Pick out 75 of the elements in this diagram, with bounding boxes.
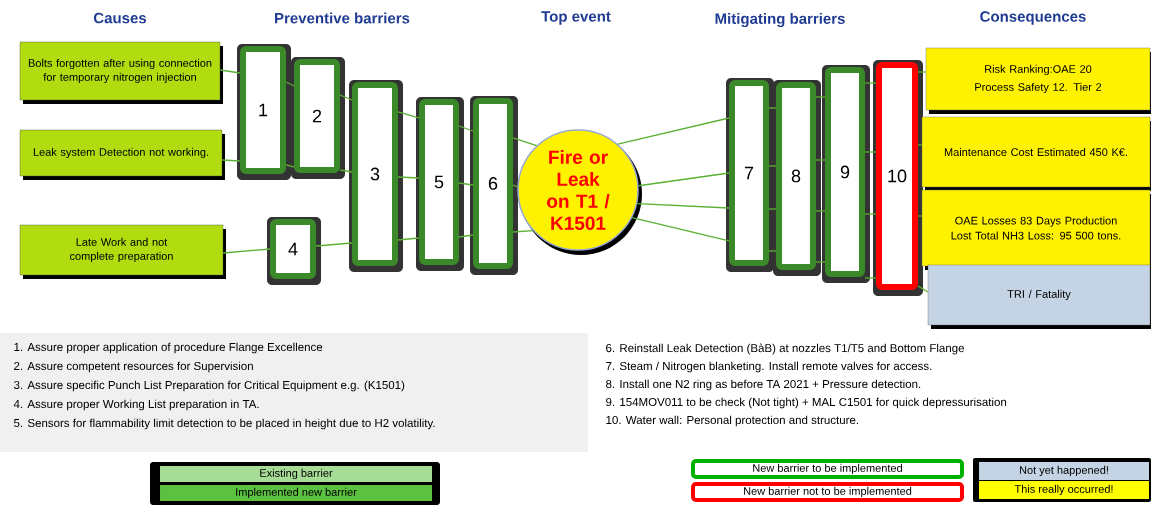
consequence-box: TRI / Fatality — [927, 264, 1151, 329]
connector-line — [917, 71, 927, 73]
connector-line — [512, 230, 534, 233]
column-heading: Mitigating barriers — [715, 12, 845, 27]
connector-line — [636, 203, 730, 209]
connector-line — [768, 165, 777, 167]
barrier-bar: 4 — [267, 217, 321, 285]
consequence-box: OAE Losses 83 Days Production Lost Total NH3 Loss: 95 500 tons. — [921, 189, 1151, 270]
connector-line — [221, 159, 241, 162]
node-label: 1 — [259, 103, 268, 117]
connector-line — [617, 117, 730, 145]
connector-line — [458, 234, 474, 238]
connector-line — [631, 216, 730, 242]
connector-line — [285, 164, 295, 168]
column-heading: Top event — [541, 11, 611, 25]
barrier-bar: 10 — [873, 60, 923, 296]
connector-line — [815, 96, 826, 98]
node-label: 8 — [791, 169, 801, 183]
barrier-bar: 2 — [291, 57, 345, 179]
note-item: 7. Steam / Nitrogen blanketing. Install remote valves for access. — [606, 361, 932, 373]
connector-line — [864, 82, 877, 84]
consequence-box: Risk Ranking:OAE 20 Process Safety 12. Tier 2 — [925, 47, 1151, 114]
connector-line — [768, 208, 777, 210]
cause-box: Bolts forgotten after using connection for temporary nitrogen injection — [19, 41, 223, 104]
cause-box: Leak system Detection not working. — [19, 129, 225, 180]
column-heading: Preventive barriers — [275, 12, 410, 24]
connector-line — [512, 184, 518, 188]
note-item: 2. Assure competent resources for Supervision — [14, 361, 253, 373]
note-item: 6. Reinstall Leak Detection (BàB) at nozzles T1/T5 and Bottom Flange — [606, 343, 964, 355]
connector-line — [917, 285, 929, 293]
connector-line — [512, 137, 538, 147]
barrier-bar: 7 — [726, 78, 774, 272]
connector-line — [917, 144, 923, 146]
node-label: 2 — [312, 109, 322, 123]
legend-entry: New barrier not to be implemented — [691, 482, 964, 502]
connector-line — [815, 210, 826, 212]
connector-line — [397, 111, 420, 119]
note-item: 10. Water wall: Personal protection and structure. — [606, 415, 858, 427]
connector-line — [864, 277, 877, 279]
legend-entry: New barrier to be implemented — [691, 459, 964, 479]
note-item: 5. Sensors for flammability limit detection to be placed in height due to H2 volatility. — [14, 418, 435, 430]
connector-line — [222, 248, 271, 254]
connector-line — [397, 176, 420, 179]
connector-line — [864, 151, 877, 153]
barrier-bar: 8 — [773, 80, 821, 276]
consequence-box: Maintenance Cost Estimated 450 K€. — [921, 116, 1151, 191]
node-label: 9 — [840, 165, 850, 179]
connector-line — [219, 69, 241, 74]
connector-line — [397, 237, 420, 241]
connector-line — [864, 213, 877, 215]
connector-line — [768, 107, 777, 109]
barrier-bar: 5 — [416, 97, 464, 271]
column-heading: Causes — [93, 12, 147, 24]
barrier-bar: 1 — [237, 44, 291, 180]
connector-line — [339, 169, 353, 173]
barrier-bar: 6 — [470, 96, 518, 275]
column-heading: Consequences — [980, 11, 1086, 25]
connector-line — [637, 172, 730, 187]
note-item: 8. Install one N2 ring as before TA 2021 + Pressure detection. — [606, 379, 921, 391]
note-item: 3. Assure specific Punch List Preparation for Critical Equipment e.g. (K1501) — [14, 380, 405, 392]
connector-line — [339, 94, 353, 101]
connector-line — [815, 159, 826, 161]
barrier-bar: 3 — [349, 80, 403, 272]
note-item: 4. Assure proper Working List preparation in TA. — [13, 399, 259, 411]
connector-line — [285, 81, 295, 87]
connector-line — [917, 215, 923, 217]
barrier-bar: 9 — [822, 65, 870, 283]
note-item: 9. 154MOV011 to be check (Not tight) + MAL C1501 for quick depressurisation — [606, 397, 1007, 409]
note-item: 1. Assure proper application of procedure Flange Excellence — [14, 342, 323, 354]
connector-line — [815, 261, 826, 263]
cause-box: Late Work and not complete preparation — [19, 224, 226, 279]
connector-line — [458, 125, 474, 132]
connector-line — [315, 242, 353, 247]
connector-line — [458, 182, 474, 186]
connector-line — [768, 250, 777, 252]
